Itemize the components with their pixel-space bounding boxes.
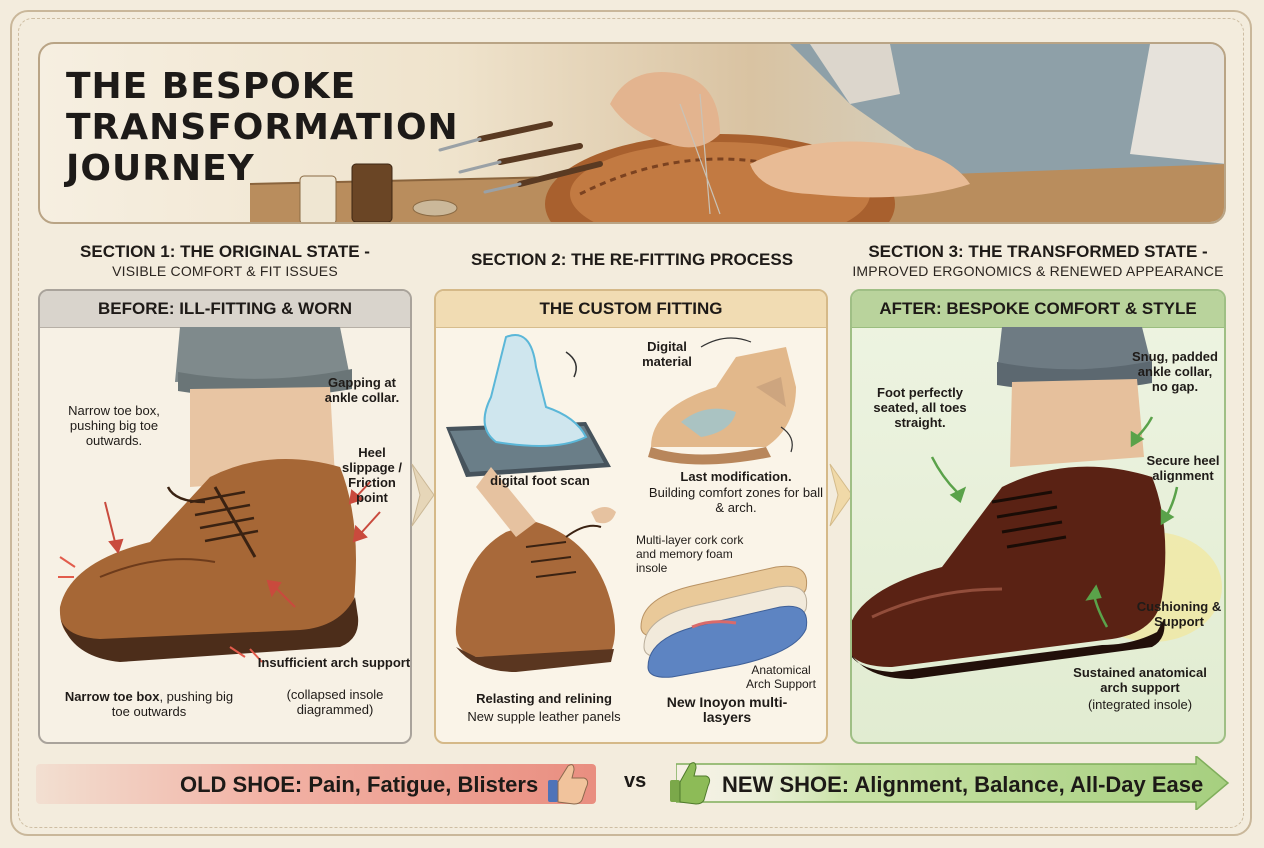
after-label-arch-title: Sustained anatomical arch support	[1073, 665, 1207, 695]
chevron-right-icon	[829, 463, 853, 527]
fitting-label-digital-material: Digital material	[642, 339, 692, 369]
inner-frame	[18, 18, 1244, 828]
section-3-subtitle: IMPROVED ERGONOMICS & RENEWED APPEARANCE	[852, 263, 1224, 279]
fitting-label-relasting-note: New supple leather panels	[467, 709, 621, 724]
fitting-label-multilayer: Multi-layer cork cork and memory foam in…	[636, 533, 744, 575]
vs-label: vs	[624, 770, 647, 792]
fitting-label-last-title: Last modification.	[680, 469, 792, 484]
fitting-label-new-layers: New Inoyon multi-lasyers	[666, 694, 788, 725]
page-title: THE BESPOKE TRANSFORMATION JOURNEY	[66, 66, 459, 189]
thumbs-up-icon	[548, 764, 589, 805]
thumbs-up-icon	[670, 762, 711, 805]
header-panel: THE BESPOKE TRANSFORMATION JOURNEY	[38, 42, 1226, 224]
after-label-seated: Foot perfectly seated, all toes straight…	[873, 385, 967, 430]
fitting-label-scan: digital foot scan	[490, 473, 590, 488]
outer-frame	[10, 10, 1252, 836]
section-2-title: SECTION 2: THE RE-FITTING PROCESS	[470, 250, 794, 269]
new-shoe-text: NEW SHOE: Alignment, Balance, All-Day Ea…	[722, 772, 1204, 797]
worn-shoe-illustration	[58, 327, 381, 663]
after-heading: AFTER: BESPOKE COMFORT & STYLE	[852, 291, 1224, 328]
before-label-arch-title: Insufficient arch support	[257, 655, 411, 670]
before-label-bottom-bold: Narrow toe box	[64, 689, 160, 704]
bespoke-shoe-illustration	[852, 327, 1222, 679]
before-label-heel: Heel slippage / Friction point	[342, 445, 402, 505]
before-label-toe-box: Narrow toe box, pushing big toe outwards…	[68, 403, 160, 448]
section-1-subtitle: VISIBLE COMFORT & FIT ISSUES	[112, 263, 338, 279]
before-panel: BEFORE: ILL-FITTING & WORN Narrow toe bo…	[38, 289, 412, 744]
cobbler-hands-illustration	[250, 44, 1224, 222]
before-label-arch-note: (collapsed insole diagrammed)	[286, 687, 384, 717]
after-label-heel: Secure heel alignment	[1146, 453, 1220, 483]
section-1-title: SECTION 1: THE ORIGINAL STATE -	[80, 242, 370, 261]
before-label-gapping: Gapping at ankle collar.	[324, 375, 400, 405]
after-label-arch-note: (integrated insole)	[1087, 697, 1193, 712]
before-heading: BEFORE: ILL-FITTING & WORN	[40, 291, 410, 328]
chevron-right-icon	[411, 463, 435, 527]
fitting-heading: THE CUSTOM FITTING	[436, 291, 826, 328]
fitting-label-last-note: Building comfort zones for ball & arch.	[648, 485, 824, 515]
after-label-collar: Snug, padded ankle collar, no gap.	[1132, 349, 1218, 394]
new-shoe-arrow	[676, 756, 1230, 810]
fitting-label-relasting-title: Relasting and relining	[476, 691, 612, 706]
old-shoe-text: OLD SHOE: Pain, Fatigue, Blisters	[180, 772, 539, 797]
section-3-title: SECTION 3: THE TRANSFORMED STATE -	[868, 242, 1208, 261]
old-shoe-band	[36, 764, 596, 804]
fitting-panel: THE CUSTOM FITTING Digital material digi…	[434, 289, 828, 744]
before-label-bottom-rest: , pushing big toe outwards	[111, 689, 234, 719]
comparison-banner: OLD SHOE: Pain, Fatigue, Blisters vs NEW…	[36, 756, 1230, 810]
after-panel: AFTER: BESPOKE COMFORT & STYLE Foot perf…	[850, 289, 1226, 744]
fitting-label-arch-support: Anatomical Arch Support	[745, 663, 817, 691]
fitting-illustrations	[446, 334, 808, 678]
after-label-cushion: Cushioning & Support	[1136, 599, 1222, 629]
